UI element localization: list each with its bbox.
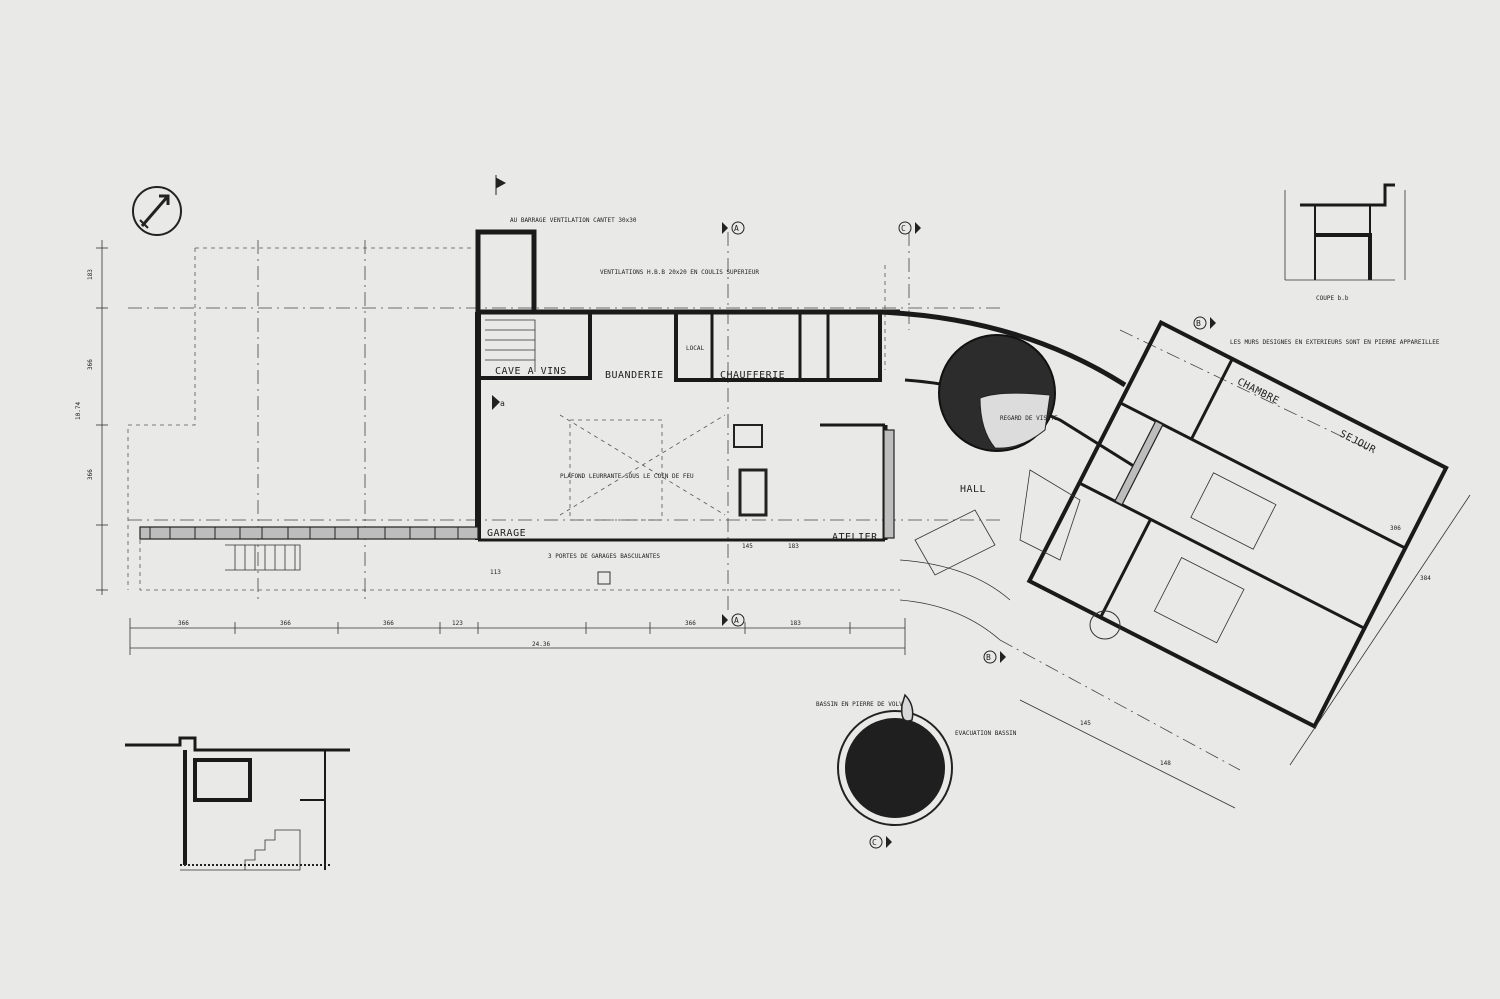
side-dimension: 10.74 xyxy=(75,402,82,420)
garage-interior xyxy=(559,414,768,585)
label-atelier: ATELIER xyxy=(832,532,878,543)
section-detail-aa xyxy=(125,736,350,871)
axis-marker-b-bottom: B xyxy=(983,650,1006,664)
left-dim-2: 366 xyxy=(87,469,94,480)
label-sejour: SEJOUR xyxy=(1338,429,1378,457)
note-vent: VENTILATIONS H.B.B 20x20 EN COULIS SUPER… xyxy=(600,269,759,276)
svg-text:B: B xyxy=(986,653,991,662)
dim-wing-3: 384 xyxy=(1420,575,1431,582)
dim-bottom-8: 145 xyxy=(742,543,753,550)
section-bb-label: COUPE b.b xyxy=(1316,295,1349,302)
note-basin-drain: EVACUATION BASSIN xyxy=(955,730,1017,737)
left-dimension-line: 10.74 366 366 183 xyxy=(75,240,108,595)
svg-text:a: a xyxy=(500,399,505,408)
label-garage: GARAGE xyxy=(487,528,526,539)
note-garage-doors: 3 PORTES DE GARAGES BASCULANTES xyxy=(548,553,660,560)
courtyard-tree-disc: REGARD DE VISITE xyxy=(938,334,1058,452)
exterior-stairs xyxy=(225,319,536,571)
stone-basin-circle xyxy=(837,693,953,826)
dim-wing-1: 145 xyxy=(1080,720,1091,727)
stone-retaining-wall xyxy=(139,429,895,540)
note-walls: LES MURS DESIGNES EN EXTERIEURS SONT EN … xyxy=(1230,339,1440,346)
left-dim-1: 366 xyxy=(87,359,94,370)
axis-marker-c-top: C xyxy=(898,221,921,235)
axis-marker-c-bottom: C xyxy=(869,835,892,849)
note-manhole: REGARD DE VISITE xyxy=(1000,415,1058,422)
dim-bottom-6: 183 xyxy=(790,620,801,627)
svg-text:A: A xyxy=(734,616,739,625)
label-chaufferie: CHAUFFERIE xyxy=(720,370,785,381)
svg-text:B: B xyxy=(1196,319,1201,328)
svg-text:A: A xyxy=(734,224,739,233)
label-cave-a-vins: CAVE A VINS xyxy=(495,366,567,377)
label-hall: HALL xyxy=(960,484,986,495)
label-buanderie: BUANDERIE xyxy=(605,370,664,381)
dim-overall: 24.36 xyxy=(532,641,550,648)
dim-bottom-4: 123 xyxy=(452,620,463,627)
axis-marker-a-top: A xyxy=(722,221,745,235)
north-arrow-icon xyxy=(132,186,182,236)
dim-bottom-9: 183 xyxy=(788,543,799,550)
section-marker-a: a xyxy=(492,175,507,410)
dim-bottom-5: 366 xyxy=(685,620,696,627)
bottom-dimension-line: 24.36 366 366 366 123 366 183 113 145 18… xyxy=(129,543,906,655)
svg-text:C: C xyxy=(872,838,877,847)
dim-bottom-2: 366 xyxy=(280,620,291,627)
section-detail-bb: COUPE b.b xyxy=(1284,183,1406,302)
wing-dimension-line: 145 148 384 306 xyxy=(1019,494,1471,809)
axis-marker-a-bottom: A xyxy=(722,613,745,627)
note-stone-basin: BASSIN EN PIERRE DE VOLVIC xyxy=(816,701,910,708)
svg-text:C: C xyxy=(901,224,906,233)
bedroom-wing: CHAMBRE SEJOUR xyxy=(1026,319,1449,729)
axis-marker-b-top: B xyxy=(1193,316,1216,330)
note-ceiling: PLAFOND LEURRANTE SOUS LE COIN DE FEU xyxy=(560,473,694,480)
dim-bottom-7: 113 xyxy=(490,569,501,576)
label-local: LOCAL xyxy=(686,345,704,352)
dim-wing-4: 306 xyxy=(1390,525,1401,532)
dim-bottom-1: 366 xyxy=(178,620,189,627)
note-cave-vent: AU BARRAGE VENTILATION CANTET 30x30 xyxy=(510,217,637,224)
main-building-walls xyxy=(475,229,1141,641)
dim-bottom-3: 366 xyxy=(383,620,394,627)
left-dim-3: 183 xyxy=(87,269,94,280)
dim-wing-2: 148 xyxy=(1160,760,1171,767)
entrance-paving xyxy=(914,469,1121,640)
